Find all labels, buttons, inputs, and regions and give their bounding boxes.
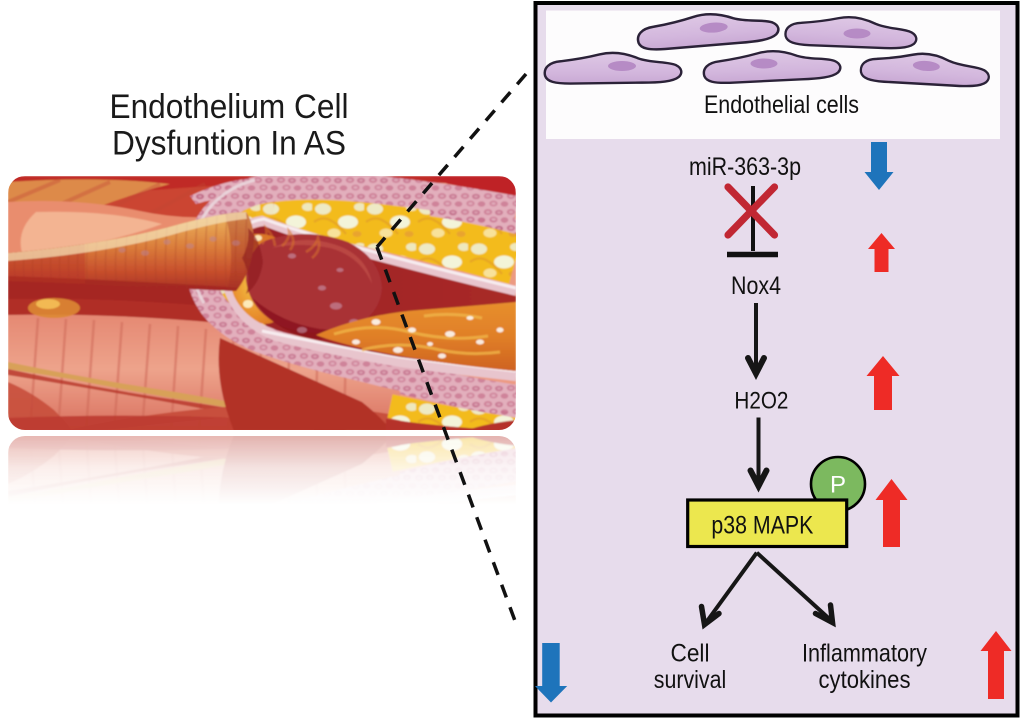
svg-text:H2O2: H2O2 bbox=[734, 388, 788, 415]
svg-text:Dysfuntion In AS: Dysfuntion In AS bbox=[112, 124, 346, 162]
svg-text:miR-363-3p: miR-363-3p bbox=[689, 153, 801, 181]
svg-text:Endothelium Cell: Endothelium Cell bbox=[110, 88, 349, 126]
svg-text:p38 MAPK: p38 MAPK bbox=[711, 512, 813, 540]
svg-text:Endothelial cells: Endothelial cells bbox=[704, 91, 859, 119]
svg-text:cytokines: cytokines bbox=[819, 666, 911, 694]
svg-text:Inflammatory: Inflammatory bbox=[802, 640, 927, 668]
svg-text:P: P bbox=[830, 472, 846, 499]
svg-text:Nox4: Nox4 bbox=[731, 272, 781, 300]
svg-text:Cell: Cell bbox=[671, 640, 710, 668]
svg-text:survival: survival bbox=[654, 666, 727, 694]
